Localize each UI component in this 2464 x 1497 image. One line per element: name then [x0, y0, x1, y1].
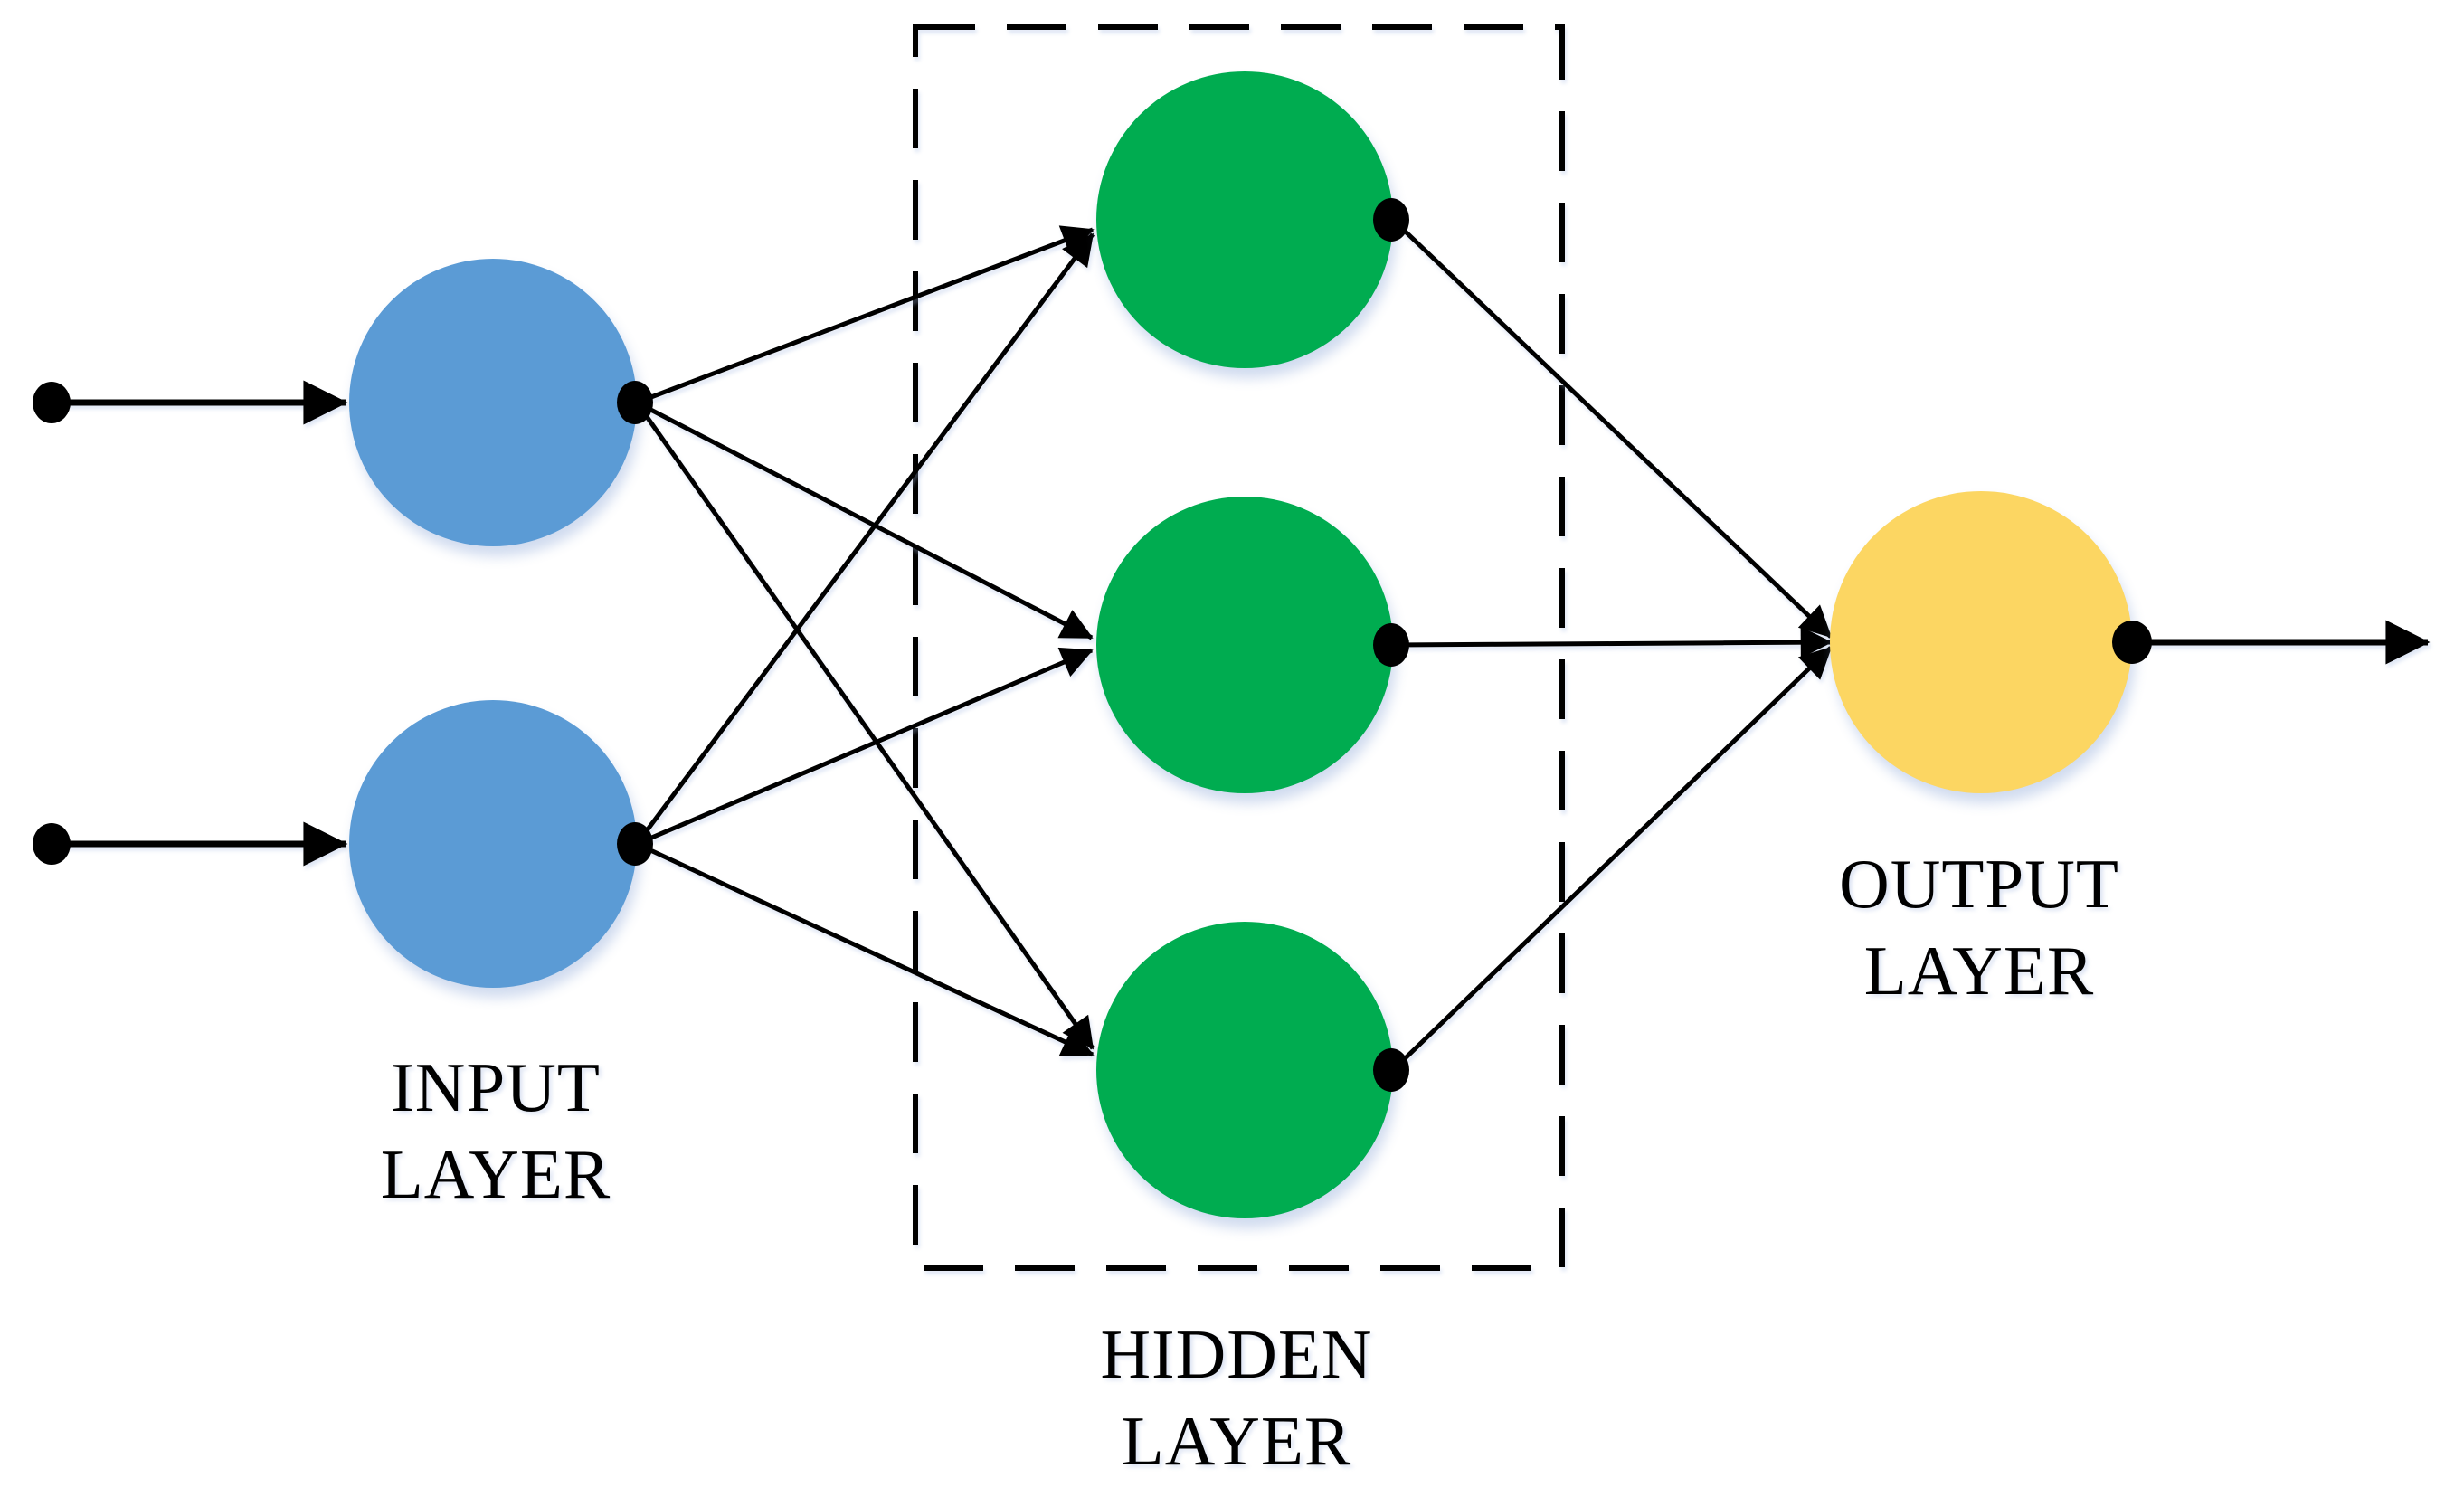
hidden-layer-label-line1: HIDDEN — [1100, 1315, 1372, 1393]
connection-line — [636, 225, 1095, 405]
connector-dot — [2112, 621, 2152, 664]
hidden-node-3 — [1096, 922, 1393, 1218]
hidden-layer-nodes — [1096, 71, 1393, 1218]
layer-labels: INPUT LAYER HIDDEN LAYER OUTPUT LAYER — [381, 845, 2119, 1480]
connector-dot — [617, 381, 653, 424]
connection-line — [634, 401, 1095, 1050]
connector-dots — [33, 198, 2152, 1092]
connection-line — [1391, 646, 1833, 1072]
input-to-hidden-connections — [634, 225, 1095, 1057]
input-layer-label-line2: LAYER — [381, 1135, 611, 1213]
connection-line — [635, 841, 1095, 1057]
output-layer-nodes — [1830, 491, 2132, 793]
connection-line — [1391, 218, 1833, 639]
connection-line — [635, 400, 1094, 640]
output-layer-label-line2: LAYER — [1864, 932, 2095, 1009]
connector-dot — [1373, 623, 1409, 667]
input-layer-label-line1: INPUT — [391, 1048, 601, 1126]
connector-dot — [617, 822, 653, 866]
input-node-1 — [349, 259, 637, 546]
connection-line — [1392, 626, 1833, 658]
connector-dot — [33, 382, 71, 423]
hidden-node-1 — [1096, 71, 1393, 368]
hidden-to-output-connections — [1391, 218, 1833, 1072]
connector-dot — [33, 823, 71, 865]
hidden-layer-label-line2: LAYER — [1122, 1402, 1352, 1480]
connector-dot — [1373, 1048, 1409, 1092]
hidden-node-2 — [1096, 497, 1393, 793]
connection-line — [634, 232, 1095, 846]
input-arrows — [52, 380, 348, 867]
hidden-layer-boundary-box — [913, 24, 1565, 1271]
connector-dot — [1373, 198, 1409, 242]
input-layer-nodes — [349, 259, 637, 988]
output-node-1 — [1830, 491, 2132, 793]
input-node-2 — [349, 700, 637, 988]
output-layer-label-line1: OUTPUT — [1839, 845, 2119, 923]
connection-line — [636, 647, 1094, 847]
